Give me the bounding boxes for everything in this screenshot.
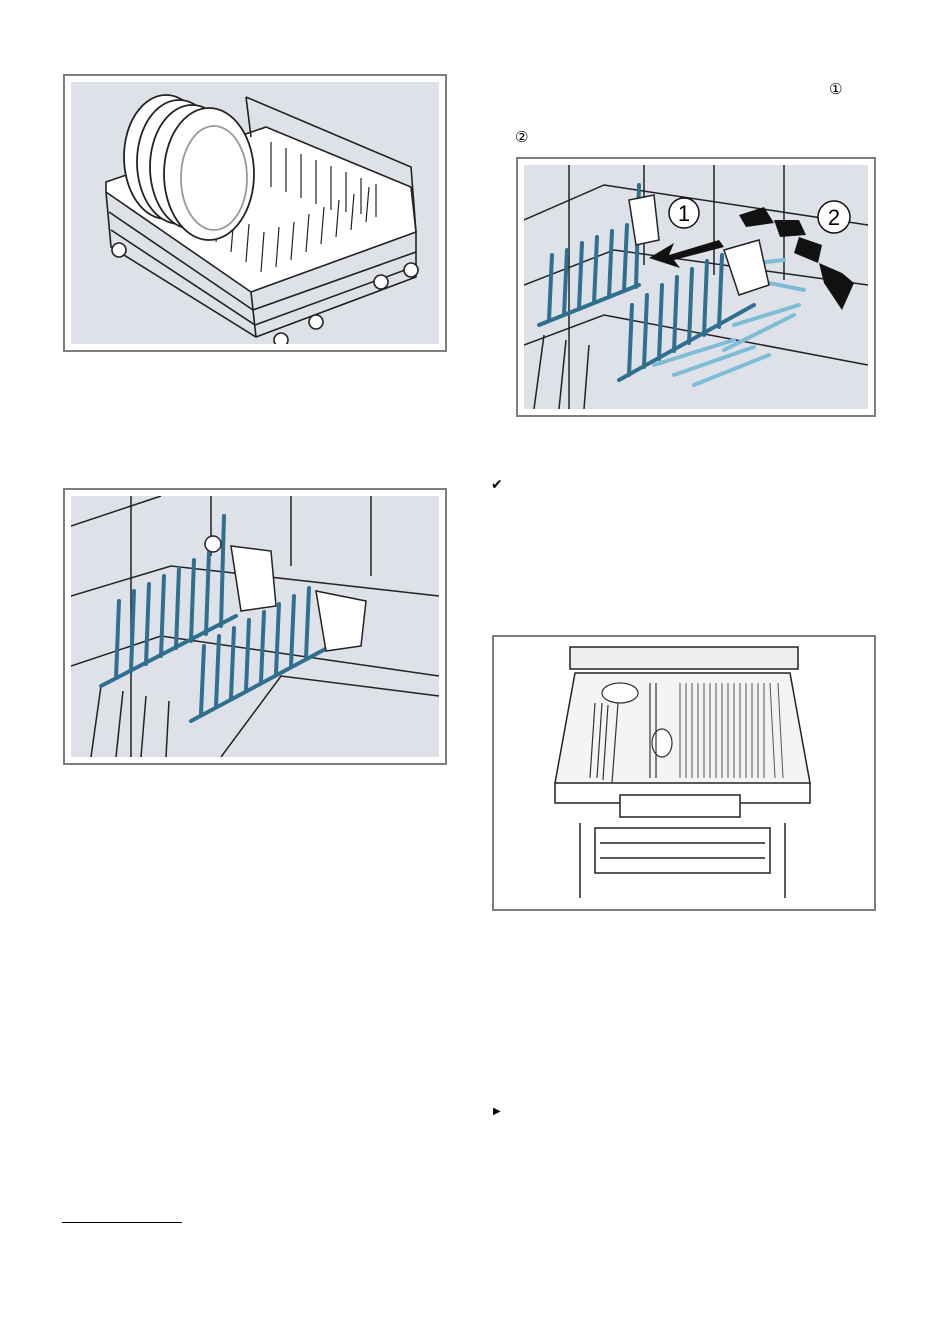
callout-label-2: 2 (828, 205, 840, 230)
fold-rack-illustration: 1 2 (524, 165, 868, 409)
basket-plates-illustration (71, 82, 439, 344)
action-arrow-icon: ▶ (493, 1104, 501, 1119)
callout-label-1: 1 (678, 201, 690, 226)
figure-basket-with-plates (63, 74, 447, 352)
figure-racks-upright (63, 488, 447, 765)
figure-cutlery-drawer (492, 635, 876, 911)
cutlery-drawer-illustration (500, 643, 868, 903)
figure-fold-rack-steps: 1 2 (516, 157, 876, 417)
result-check-icon: ✔ (491, 478, 503, 493)
racks-upright-illustration (71, 496, 439, 757)
step-1-marker: ① (829, 82, 842, 97)
footnote-separator (62, 1222, 182, 1223)
step-2-marker: ② (515, 130, 528, 145)
